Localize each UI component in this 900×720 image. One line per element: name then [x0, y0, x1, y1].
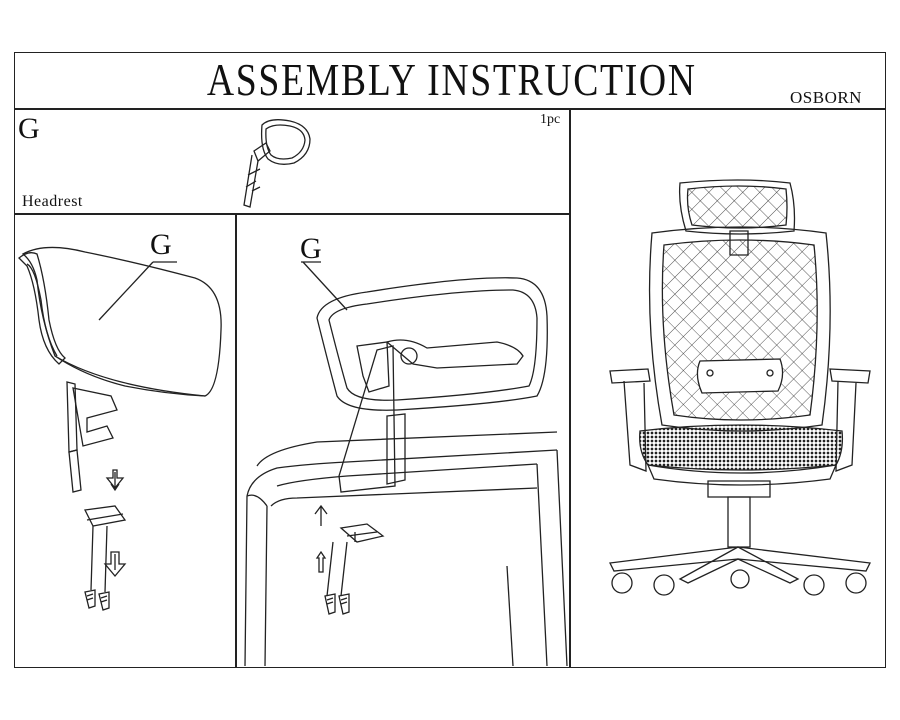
step1-callout-letter: G	[150, 228, 172, 261]
instruction-sheet-frame	[14, 52, 886, 668]
brand-name: OSBORN	[790, 88, 862, 107]
step1-headrest-exploded-view	[15, 240, 235, 640]
assembled-chair-illustration	[590, 175, 890, 605]
step2-headrest-installation-view	[237, 236, 569, 666]
part-name: Headrest	[22, 193, 83, 210]
header-divider	[14, 108, 886, 110]
step-divider	[235, 213, 237, 668]
page-title: ASSEMBLY INSTRUCTION	[206, 54, 697, 105]
part-letter: G	[18, 112, 40, 145]
part-quantity: 1pc	[540, 112, 561, 127]
column-divider	[569, 108, 571, 668]
step2-callout-letter: G	[300, 232, 322, 265]
part-row-divider	[14, 213, 570, 215]
headrest-part-illustration	[230, 115, 330, 215]
